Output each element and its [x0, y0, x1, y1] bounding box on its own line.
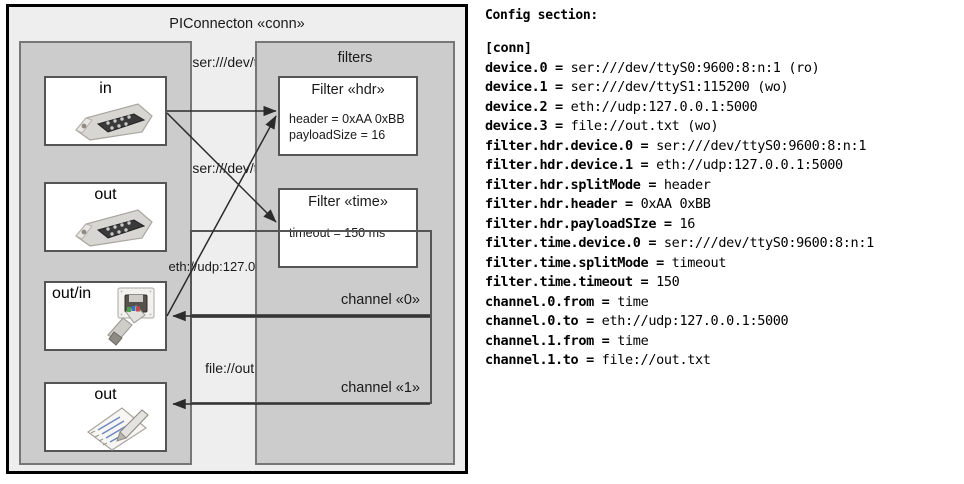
serial-port-icon [75, 103, 153, 141]
config-line: device.2 = eth://udp:127.0.0.1:5000 [485, 98, 874, 118]
config-line-value: ser:///dev/ttyS0:9600:8:n:1 [656, 137, 867, 154]
device-direction-3: out [94, 386, 117, 403]
config-line-value: header [663, 176, 711, 193]
config-line: [conn] [485, 39, 874, 59]
config-line: filter.hdr.device.0 = ser:///dev/ttyS0:9… [485, 137, 874, 157]
config-line-value: timeout [671, 254, 727, 271]
diagram-title: PIConnecton «conn» [169, 16, 305, 32]
device-direction-2: out/in [52, 285, 92, 302]
config-line: channel.1.to = file://out.txt [485, 351, 874, 371]
config-line-value: time [617, 293, 649, 310]
config-line-key: filter.hdr.splitMode = [485, 176, 664, 193]
arrow-eth-to-hdr [166, 115, 277, 317]
config-line-key: filter.hdr.header = [485, 196, 641, 212]
config-line-key: filter.hdr.device.0 = [485, 137, 657, 154]
config-line-key: [conn] [485, 40, 532, 56]
device-box-3: out [44, 382, 167, 452]
config-line-value: 150 [656, 274, 680, 290]
config-line-value: file://out.txt [601, 352, 711, 368]
config-line: filter.hdr.splitMode = header [485, 176, 874, 196]
filter-prop-time-0: timeout = 150 ms [289, 226, 386, 240]
filters-panel-title: filters [337, 50, 373, 66]
config-heading: Config section: [485, 8, 598, 23]
config-line-key: device.1 = [485, 79, 571, 95]
device-direction-0: in [99, 80, 112, 97]
config-line: channel.0.from = time [485, 293, 874, 313]
config-line-key: channel.0.from = [485, 293, 618, 310]
config-line-key: channel.1.from = [485, 332, 618, 349]
config-line-value: eth://udp:127.0.0.1:5000 [570, 98, 758, 115]
config-line: filter.hdr.header = 0xAA 0xBB [485, 195, 874, 215]
filter-prop-hdr-1: payloadSize = 16 [289, 128, 386, 142]
config-line-key: filter.time.timeout = [485, 274, 657, 290]
config-line: channel.0.to = eth://udp:127.0.0.1:5000 [485, 312, 874, 332]
filter-prop-hdr-0: header = 0xAA 0xBB [289, 112, 405, 126]
config-line-value: 0xAA 0xBB [640, 196, 711, 212]
filter-box-hdr: Filter «hdr» header = 0xAA 0xBB payloadS… [278, 76, 418, 156]
config-line-key: device.2 = [485, 98, 571, 115]
filter-box-time: Filter «time» timeout = 150 ms [278, 188, 418, 268]
config-line: filter.time.splitMode = timeout [485, 254, 874, 274]
config-line-list: [conn] device.0 = ser:///dev/ttyS0:9600:8… [485, 39, 874, 371]
config-line-value: ser:///dev/ttyS0:9600:8:n:1 (ro) [570, 59, 820, 76]
config-line-value: file://out.txt (wo) [570, 118, 719, 134]
config-line: filter.hdr.payloadSIze = 16 [485, 215, 874, 235]
config-line-key: channel.1.to = [485, 352, 602, 368]
config-line-value: ser:///dev/ttyS1:115200 (wo) [570, 79, 789, 95]
config-line-key: filter.time.splitMode = [485, 254, 672, 271]
config-line-key: filter.hdr.payloadSIze = [485, 215, 680, 232]
config-line-value: eth://udp:127.0.0.1:5000 [656, 157, 843, 173]
config-line-key: channel.0.to = [485, 313, 602, 329]
serial-port-icon [75, 209, 153, 247]
config-line: filter.time.device.0 = ser:///dev/ttyS0:… [485, 234, 874, 254]
config-line: filter.time.timeout = 150 [485, 273, 874, 293]
config-line-value: 16 [679, 215, 696, 232]
config-line-key: device.0 = [485, 59, 571, 76]
device-box-2: out/in [44, 281, 167, 351]
device-direction-1: out [94, 186, 117, 203]
channel-label-0: channel «0» [340, 292, 420, 308]
arrow-ttys0-to-time [166, 112, 277, 223]
device-box-1: out [44, 182, 167, 252]
connector-arrows [166, 105, 430, 410]
filter-title-time: Filter «time» [308, 194, 388, 210]
channel-label-1: channel «1» [340, 380, 420, 396]
config-section: Config section: [conn] device.0 = ser:///… [482, 0, 964, 484]
channel-box-1 [190, 316, 432, 404]
config-line: filter.hdr.device.1 = eth://udp:127.0.0.… [485, 156, 874, 176]
config-line: device.0 = ser:///dev/ttyS0:9600:8:n:1 (… [485, 59, 874, 79]
filter-title-hdr: Filter «hdr» [311, 82, 385, 98]
device-box-0: in [44, 76, 167, 146]
config-line-value: ser:///dev/ttyS0:9600:8:n:1 [663, 235, 874, 251]
config-line: device.1 = ser:///dev/ttyS1:115200 (wo) [485, 78, 874, 98]
config-line: device.3 = file://out.txt (wo) [485, 117, 874, 137]
text-file-icon [86, 407, 149, 451]
architecture-diagram: PIConnecton «conn» ser:///dev/ttyS0 in s… [0, 0, 478, 484]
config-line-value: time [617, 332, 649, 349]
config-line-key: filter.hdr.device.1 = [485, 157, 657, 173]
config-line-key: device.3 = [485, 118, 571, 134]
config-line: channel.1.from = time [485, 332, 874, 352]
config-line-key: filter.time.device.0 = [485, 235, 664, 251]
ethernet-plug-icon [107, 287, 155, 346]
config-line-value: eth://udp:127.0.0.1:5000 [601, 313, 789, 329]
